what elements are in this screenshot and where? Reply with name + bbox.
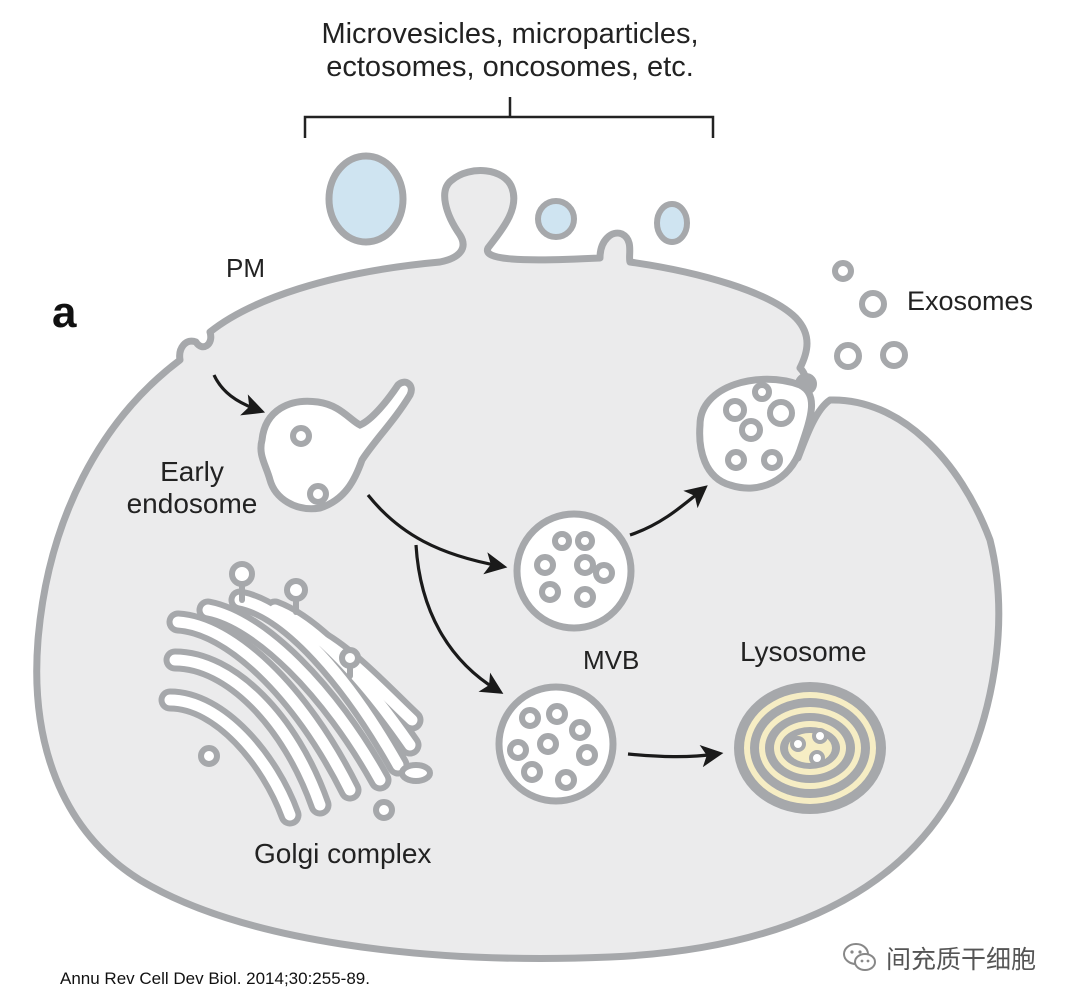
arrow-early-endosome-to-mvb-lower bbox=[414, 544, 504, 694]
wechat-icon bbox=[843, 943, 876, 971]
microvesicle-small bbox=[654, 201, 690, 245]
watermark-text: 间充质干细胞 bbox=[886, 945, 1037, 974]
microvesicles-label-line2: ectosomes, oncosomes, etc. bbox=[326, 51, 694, 84]
microvesicle-bracket bbox=[303, 97, 715, 138]
mvb-lower-intraluminal-vesicles bbox=[507, 703, 598, 791]
panel-label: a bbox=[52, 288, 77, 337]
arrow-mvb-to-membrane bbox=[629, 485, 708, 537]
golgi-complex bbox=[158, 561, 433, 827]
early-endosome-label-line1: Early bbox=[160, 456, 224, 487]
lysosome bbox=[734, 682, 886, 814]
watermark: 间充质干细胞 bbox=[840, 936, 1036, 980]
trafficking-arrows bbox=[212, 374, 724, 768]
exosomes-label: Exosomes bbox=[907, 286, 1034, 316]
microvesicle-medium bbox=[535, 198, 577, 240]
exosome bbox=[859, 290, 887, 318]
mvb-fusing-intraluminal-vesicles bbox=[723, 382, 795, 471]
lysosome-label: Lysosome bbox=[740, 636, 867, 667]
microvesicles-label-line1: Microvesicles, microparticles, bbox=[321, 18, 699, 50]
mvb-label: MVB bbox=[583, 645, 640, 675]
early-endosome-label: Early endosome bbox=[112, 456, 272, 520]
exosome-group bbox=[795, 260, 908, 395]
golgi-complex-label: Golgi complex bbox=[254, 838, 432, 869]
arrow-mvb-to-lysosome bbox=[627, 745, 724, 768]
microvesicle-large bbox=[325, 152, 407, 246]
exosome bbox=[834, 342, 862, 370]
early-endosome-vesicle bbox=[307, 483, 329, 505]
pm-label: PM bbox=[226, 253, 265, 283]
arrow-early-endosome-to-mvb-upper bbox=[366, 494, 508, 575]
mvb-upper-intraluminal-vesicles bbox=[534, 531, 615, 608]
microvesicles-label: Microvesicles, microparticles, ectosomes… bbox=[250, 18, 770, 85]
arrow-pm-to-early-endosome bbox=[212, 374, 266, 416]
exosome bbox=[880, 341, 908, 369]
early-endosome bbox=[257, 378, 415, 513]
early-endosome-label-line2: endosome bbox=[126, 488, 258, 520]
early-endosome-vesicle bbox=[290, 425, 312, 447]
citation-text: Annu Rev Cell Dev Biol. 2014;30:255-89. bbox=[60, 969, 370, 988]
exosome bbox=[832, 260, 854, 282]
